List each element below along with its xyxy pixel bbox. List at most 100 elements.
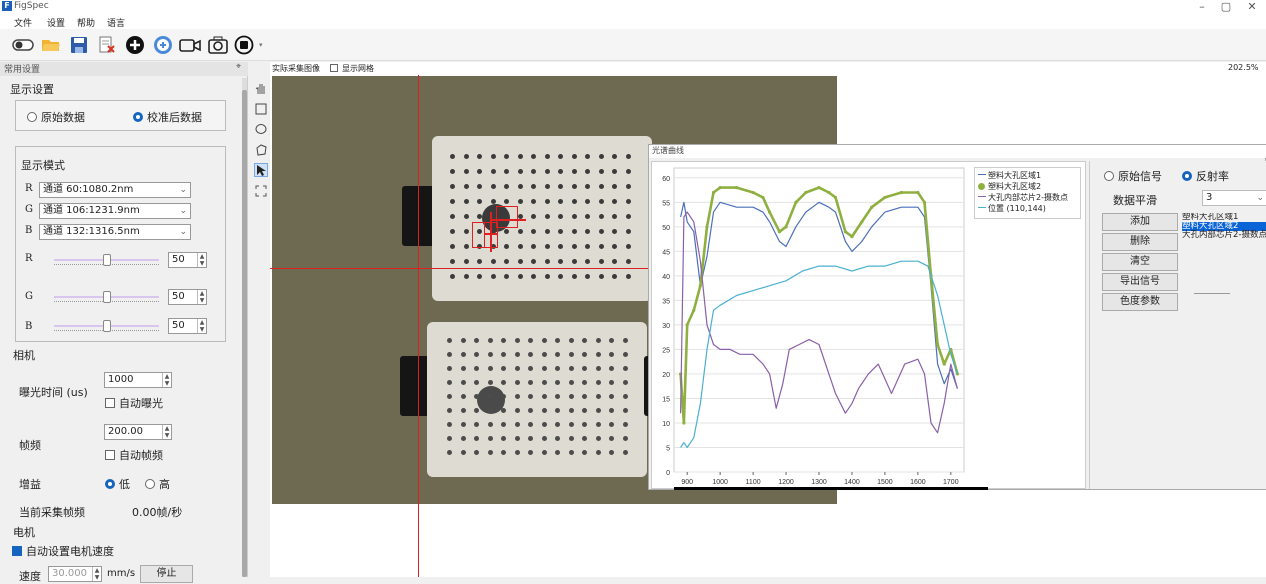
- hand-pan-icon[interactable]: [254, 81, 268, 95]
- slider-b-letter: B: [25, 321, 33, 332]
- module-hole: [585, 244, 590, 249]
- plot-area: [673, 167, 965, 473]
- framerate-input[interactable]: 200.00▲▼: [104, 424, 172, 440]
- module-hole: [598, 169, 604, 174]
- maximize-icon[interactable]: ▢: [1220, 0, 1232, 13]
- chroma-params-button[interactable]: 色度参数: [1102, 293, 1178, 311]
- fit-view-icon[interactable]: [254, 184, 268, 198]
- pointer-tool-icon[interactable]: [254, 163, 268, 177]
- menu-help[interactable]: 帮助: [77, 19, 96, 29]
- y-tick-label: 40: [662, 274, 670, 281]
- menu-settings[interactable]: 设置: [47, 19, 66, 29]
- module-hole: [609, 450, 614, 455]
- spin-arrows-icon[interactable]: ▲▼: [197, 253, 206, 267]
- series-point: [705, 225, 709, 229]
- scrollbar-thumb[interactable]: [242, 90, 247, 577]
- smooth-select[interactable]: 3⌄: [1202, 190, 1266, 206]
- slider-r[interactable]: [54, 253, 159, 267]
- slider-r-value[interactable]: 50▲▼: [168, 252, 207, 268]
- delete-button[interactable]: 删除: [1102, 233, 1178, 251]
- menu-language[interactable]: 语言: [107, 19, 126, 29]
- sidebar-scrollbar[interactable]: [242, 78, 247, 577]
- module-hole: [477, 274, 482, 279]
- minimize-icon[interactable]: –: [1199, 0, 1205, 13]
- module-hole: [571, 259, 577, 264]
- y-tick-label: 50: [662, 225, 670, 232]
- pin-icon[interactable]: ⌖: [236, 62, 242, 72]
- curve-list-item-selected[interactable]: 塑料大孔区域2: [1182, 222, 1266, 231]
- smooth-value: 3: [1206, 192, 1213, 203]
- toolbar-overflow-icon[interactable]: ▾: [259, 41, 263, 49]
- save-icon[interactable]: [68, 35, 90, 55]
- camera-snapshot-icon[interactable]: [207, 35, 229, 55]
- spin-arrows-icon[interactable]: ▲▼: [197, 290, 206, 304]
- slider-b[interactable]: [54, 319, 159, 333]
- settings-sidebar: 常用设置 ⌖ 显示设置 原始数据 校准后数据 显示模式 R 通道 60:1080…: [0, 62, 248, 583]
- curve-list[interactable]: 塑料大孔区域1 塑料大孔区域2 大孔内部芯片2-摄数点: [1182, 213, 1266, 309]
- slider-g[interactable]: [54, 290, 159, 304]
- image-tab[interactable]: 实际采集图像: [272, 64, 320, 73]
- spin-arrows-icon[interactable]: ▲▼: [92, 567, 101, 581]
- x-tick-label: 1300: [811, 479, 827, 486]
- slider-thumb[interactable]: [102, 254, 111, 266]
- channel-b-value: 通道 132:1316.5nm: [43, 226, 140, 237]
- toggle-icon[interactable]: [12, 35, 34, 55]
- module-hole: [447, 366, 452, 371]
- spin-arrows-icon[interactable]: ▲▼: [197, 319, 206, 333]
- rectangle-tool-icon[interactable]: [254, 102, 268, 116]
- slider-thumb[interactable]: [102, 291, 111, 303]
- y-tick-label: 45: [662, 249, 670, 256]
- module-hole: [463, 274, 469, 279]
- add-button[interactable]: 添加: [1102, 213, 1178, 231]
- gain-low-radio[interactable]: 低: [105, 476, 130, 492]
- series-point: [777, 230, 782, 234]
- show-grid-checkbox[interactable]: 显示网格: [330, 63, 374, 74]
- calibrated-data-radio[interactable]: 校准后数据: [133, 109, 202, 125]
- series-line-1: [680, 201, 958, 389]
- auto-framerate-checkbox[interactable]: 自动帧频: [105, 447, 163, 463]
- slider-b-value[interactable]: 50▲▼: [168, 318, 207, 334]
- delete-file-icon[interactable]: [96, 35, 118, 55]
- module-hole: [447, 338, 452, 343]
- add-circle-icon[interactable]: [124, 35, 146, 55]
- add-blue-icon[interactable]: [152, 35, 174, 55]
- module-hole: [477, 154, 482, 159]
- series-point: [804, 190, 808, 195]
- auto-speed-checkbox[interactable]: 自动设置电机速度: [12, 543, 114, 559]
- curve-list-item[interactable]: 大孔内部芯片2-摄数点: [1182, 230, 1266, 240]
- exposure-input[interactable]: 1000▲▼: [104, 372, 172, 388]
- curve-list-item[interactable]: 塑料大孔区域1: [1182, 213, 1239, 222]
- auto-exposure-checkbox[interactable]: 自动曝光: [105, 395, 163, 411]
- folder-open-icon[interactable]: [40, 35, 62, 55]
- roi-region-4[interactable]: [496, 206, 518, 228]
- legend-label-1: 塑料大孔区域1: [988, 171, 1042, 180]
- stop-circle-icon[interactable]: [233, 35, 255, 55]
- clear-button[interactable]: 清空: [1102, 253, 1178, 271]
- spin-arrows-icon[interactable]: ▲▼: [162, 425, 171, 439]
- speed-input[interactable]: 30.000▲▼: [48, 566, 102, 582]
- video-camera-icon[interactable]: [179, 35, 201, 55]
- reflectance-radio[interactable]: 反射率: [1182, 168, 1229, 184]
- polygon-tool-icon[interactable]: [254, 143, 268, 157]
- raw-signal-radio[interactable]: 原始信号: [1104, 168, 1162, 184]
- module-hole: [568, 394, 574, 399]
- module-hole: [622, 338, 628, 343]
- gain-high-radio[interactable]: 高: [145, 476, 170, 492]
- module-hole: [514, 450, 520, 455]
- close-icon[interactable]: ✕: [1247, 0, 1257, 13]
- series-point: [817, 186, 821, 190]
- menu-file[interactable]: 文件: [14, 19, 33, 29]
- ellipse-tool-icon[interactable]: [254, 122, 268, 136]
- module-hole: [487, 408, 493, 413]
- raw-data-radio[interactable]: 原始数据: [27, 109, 85, 125]
- slider-g-value[interactable]: 50▲▼: [168, 289, 207, 305]
- export-signal-button[interactable]: 导出信号: [1102, 273, 1178, 291]
- channel-r-select[interactable]: 通道 60:1080.2nm⌄: [39, 182, 191, 198]
- channel-b-select[interactable]: 通道 132:1316.5nm⌄: [39, 224, 191, 240]
- channel-g-select[interactable]: 通道 106:1231.9nm⌄: [39, 203, 191, 219]
- slider-thumb[interactable]: [102, 320, 111, 332]
- spin-arrows-icon[interactable]: ▲▼: [162, 373, 171, 387]
- module-hole: [541, 366, 547, 371]
- stop-button[interactable]: 停止: [140, 565, 193, 583]
